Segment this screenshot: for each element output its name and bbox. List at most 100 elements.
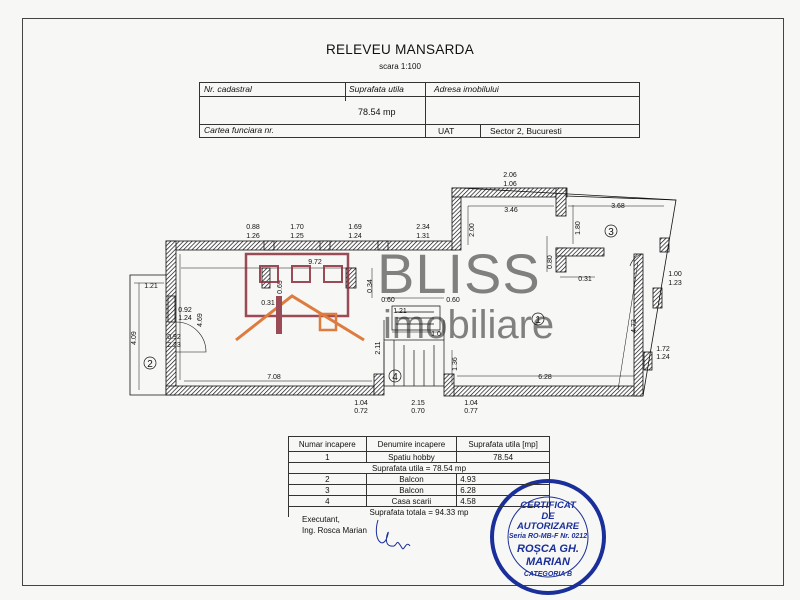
dim-label: 2.11 bbox=[375, 341, 382, 354]
uat-value: Sector 2, Bucuresti bbox=[490, 126, 562, 136]
room-nr: 4 bbox=[288, 495, 367, 507]
executant-name: Ing. Rosca Marian bbox=[302, 526, 367, 535]
dim-label: 0.88 bbox=[246, 224, 260, 231]
room-nr: 1 bbox=[288, 451, 367, 463]
dim-label: 1.26 bbox=[246, 233, 260, 240]
dim-label: 1.69 bbox=[348, 224, 362, 231]
stamp-line: CERTIFICAT bbox=[520, 500, 576, 511]
table-divider bbox=[200, 124, 639, 125]
signature bbox=[375, 519, 411, 550]
dim-label: 0.34 bbox=[367, 279, 374, 293]
dim-label: 6.28 bbox=[538, 374, 552, 381]
table-row: 3 Balcon 6.28 bbox=[288, 484, 550, 496]
dim-label: 3.68 bbox=[611, 203, 625, 210]
dim-label: 1.06 bbox=[503, 181, 517, 188]
dim-label: 1.04 bbox=[354, 400, 368, 407]
dim-label: 0.80 bbox=[547, 255, 554, 269]
dim-label: 0.60 bbox=[446, 297, 460, 304]
executant-label: Executant, bbox=[302, 515, 340, 524]
table-row: Suprafata totala = 94.33 mp bbox=[288, 506, 550, 517]
dim-label: 0.69 bbox=[277, 280, 284, 294]
room-number-2: 2 bbox=[147, 359, 153, 370]
table-row: 2 Balcon 4.93 bbox=[288, 473, 550, 485]
stamp-line: MARIAN bbox=[526, 556, 570, 568]
dim-label: 0.77 bbox=[464, 408, 478, 415]
table-row: Suprafata utila = 78.54 mp bbox=[288, 462, 550, 474]
dim-label: 4.72 bbox=[631, 319, 638, 333]
suprafata-value: 78.54 mp bbox=[358, 107, 396, 117]
room-area: 78.54 bbox=[456, 451, 550, 463]
dim-label: 1.24 bbox=[178, 315, 192, 322]
walls bbox=[165, 187, 670, 397]
dim-label: 1.0 bbox=[431, 331, 441, 338]
room-number-4: 4 bbox=[392, 372, 398, 383]
dim-label: 1.23 bbox=[668, 280, 682, 287]
adresa-label: Adresa imobilului bbox=[434, 84, 499, 94]
dim-label: 1.70 bbox=[290, 224, 304, 231]
balcony-outlines bbox=[129, 187, 677, 397]
dimension-labels: 2.06 1.06 3.46 3.68 1.80 2.00 0.80 0.31 … bbox=[131, 172, 682, 415]
total-row: Suprafata totala = 94.33 mp bbox=[288, 506, 550, 517]
room-area: 6.28 bbox=[456, 484, 550, 496]
room-number-3: 3 bbox=[608, 227, 614, 238]
dim-label: 4.69 bbox=[197, 313, 204, 327]
document-scale: scara 1:100 bbox=[379, 62, 421, 71]
stamp-line: ROȘCA GH. bbox=[517, 543, 579, 555]
stamp-line: DE bbox=[541, 511, 555, 522]
dim-label: 4.09 bbox=[131, 331, 138, 345]
subtotal-row: Suprafata utila = 78.54 mp bbox=[288, 462, 550, 474]
dim-label: 1.21 bbox=[144, 283, 158, 290]
watermark-tagline: imobiliare bbox=[383, 303, 555, 347]
dim-label: 0.60 bbox=[381, 297, 395, 304]
stamp-line: AUTORIZARE bbox=[516, 521, 580, 532]
room-name: Casa scarii bbox=[365, 495, 458, 507]
room-nr: 2 bbox=[288, 473, 367, 485]
stamp-line: CATEGORIA B bbox=[523, 571, 573, 578]
dim-label: 0.31 bbox=[578, 276, 592, 283]
dim-label: 2.15 bbox=[411, 400, 425, 407]
dimension-lines bbox=[134, 205, 664, 391]
room-name: Balcon bbox=[365, 484, 458, 496]
dim-label: 1.25 bbox=[290, 233, 304, 240]
dim-label: 2.23 bbox=[167, 342, 181, 349]
watermark-brand: BLISS bbox=[377, 242, 541, 305]
dim-label: 0.92 bbox=[178, 307, 192, 314]
dim-label: 0.70 bbox=[411, 408, 425, 415]
dim-label: 1.00 bbox=[668, 271, 682, 278]
room-table: Numar incapere Denumire incapere Suprafa… bbox=[288, 436, 550, 517]
table-divider bbox=[480, 124, 481, 137]
dim-label: 2.00 bbox=[469, 223, 476, 237]
table-divider bbox=[425, 83, 426, 137]
dim-label: 1.31 bbox=[416, 233, 430, 240]
table-divider bbox=[345, 83, 346, 101]
carte-funciara-label: Cartea funciara nr. bbox=[204, 125, 275, 135]
room-markers: 1 2 3 4 bbox=[143, 224, 618, 383]
col-header: Suprafata utila [mp] bbox=[456, 436, 550, 452]
document-title: RELEVEU MANSARDA bbox=[325, 42, 475, 57]
info-table: Nr. cadastral Suprafata utila Adresa imo… bbox=[199, 82, 640, 138]
stamp-line: Seria RO-MB-F Nr. 0212 bbox=[508, 533, 588, 540]
door-swings bbox=[175, 253, 643, 353]
room-area: 4.93 bbox=[456, 473, 550, 485]
col-header: Denumire incapere bbox=[365, 436, 458, 452]
dim-label: 1.72 bbox=[656, 346, 670, 353]
dim-label: 7.08 bbox=[267, 374, 281, 381]
dim-label: 2.34 bbox=[416, 224, 430, 231]
table-divider bbox=[200, 96, 639, 97]
room-number-1: 1 bbox=[535, 315, 541, 326]
table-header-row: Numar incapere Denumire incapere Suprafa… bbox=[288, 436, 550, 452]
room-area: 4.58 bbox=[456, 495, 550, 507]
dim-label: 2.06 bbox=[503, 172, 517, 179]
uat-label: UAT bbox=[438, 126, 455, 136]
dim-label: 1.24 bbox=[348, 233, 362, 240]
room-name: Spatiu hobby bbox=[365, 451, 458, 463]
dim-label: 1.21 bbox=[393, 308, 407, 315]
nr-cadastral-label: Nr. cadastral bbox=[204, 84, 252, 94]
dim-label: 3.46 bbox=[504, 207, 518, 214]
dim-label: 1.36 bbox=[452, 357, 459, 371]
dim-label: 1.04 bbox=[464, 400, 478, 407]
dim-label: 9.72 bbox=[308, 259, 322, 266]
dim-label: 1.24 bbox=[656, 354, 670, 361]
